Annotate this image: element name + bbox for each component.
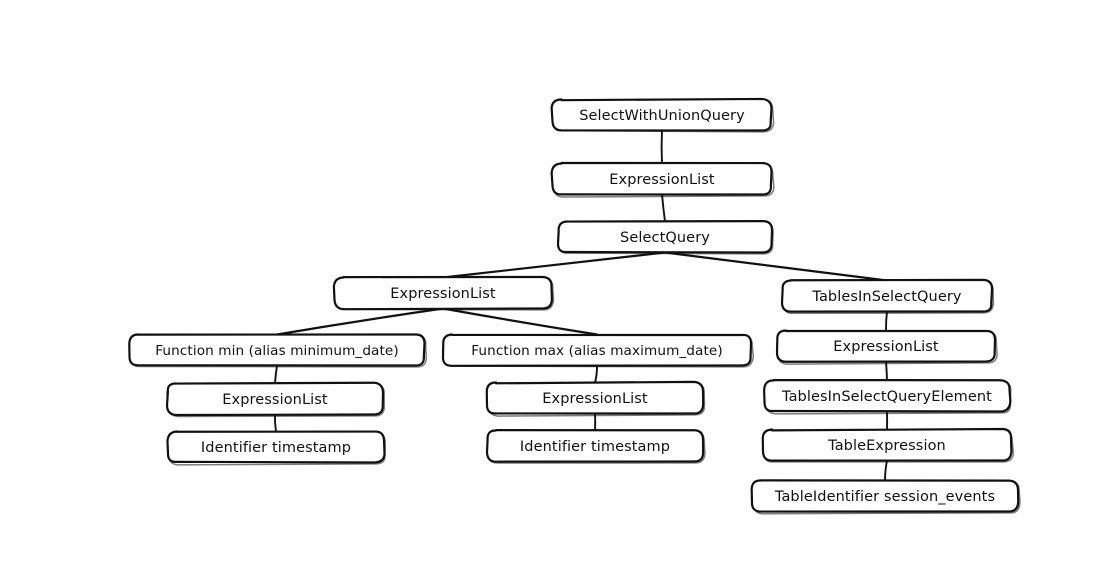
edge-n3-n5 [663,251,889,282]
node-label: SelectWithUnionQuery [579,108,745,124]
tree-node[interactable]: SelectWithUnionQuery [550,97,775,133]
edge-n5-n8 [885,310,888,332]
tree-edge [885,360,888,382]
node-label: SelectQuery [620,230,710,246]
node-label: ExpressionList [833,339,939,355]
edge-n7-n10 [594,364,598,384]
edge-n2-n3 [661,193,666,223]
node-box[interactable] [441,333,753,367]
tree-edge [661,193,666,223]
tree-node[interactable]: ExpressionList [332,275,555,311]
edge-n4-n6 [275,307,445,336]
node-label: ExpressionList [222,392,328,408]
edge-n14-n15 [884,459,888,482]
node-label: TableExpression [827,438,946,454]
node-label: TablesInSelectQuery [811,289,962,305]
edge-n4-n7 [441,307,599,336]
tree-node[interactable]: SelectQuery [556,220,774,255]
tree-edge [441,251,667,279]
node-label: ExpressionList [542,391,648,407]
node-label: Function min (alias minimum_date) [155,343,399,359]
node-box[interactable] [550,97,773,132]
node-label: TablesInSelectQueryElement [781,389,992,405]
node-box[interactable] [128,333,426,367]
tree-node[interactable]: TableExpression [761,427,1015,463]
node-box[interactable] [556,220,774,254]
node-label: ExpressionList [609,172,715,188]
node-label: Identifier timestamp [201,440,351,456]
tree-node[interactable]: TablesInSelectQueryElement [763,378,1012,415]
edge-n3-n4 [441,251,667,279]
tree-edge [885,310,888,332]
tree-edge [884,459,888,482]
node-label: ExpressionList [390,286,496,302]
edge-n8-n11 [885,360,888,382]
tree-edge [274,364,278,385]
node-box[interactable] [763,378,1012,413]
node-label: TableIdentifier session_events [774,489,995,505]
tree-edge [594,364,598,384]
node-box[interactable] [780,278,994,313]
tree-node[interactable]: ExpressionList [485,380,706,417]
edge-n9-n12 [274,413,277,433]
node-box[interactable] [332,275,553,311]
node-box[interactable] [750,479,1020,513]
node-box[interactable] [550,161,773,196]
tree-edge [663,251,889,282]
tree-node[interactable]: Function max (alias maximum_date) [441,333,755,368]
tree-node[interactable]: ExpressionList [165,381,386,418]
node-label: Identifier timestamp [520,439,670,455]
node-box[interactable] [485,429,705,463]
tree-node[interactable]: Identifier timestamp [166,430,386,466]
tree-node[interactable]: TableIdentifier session_events [750,479,1021,515]
node-box[interactable] [485,380,705,415]
edge-n6-n9 [274,364,278,385]
node-box[interactable] [166,430,386,464]
nodes-layer: SelectWithUnionQueryExpressionListSelect… [128,97,1021,515]
tree-edge [275,307,445,336]
node-box[interactable] [165,381,385,417]
node-box[interactable] [761,427,1013,462]
tree-node[interactable]: Function min (alias minimum_date) [128,333,428,368]
tree-edge [274,413,277,433]
tree-node[interactable]: Identifier timestamp [485,429,706,464]
tree-node[interactable]: ExpressionList [550,161,775,198]
tree-node[interactable]: ExpressionList [775,329,998,365]
node-label: Function max (alias maximum_date) [471,343,723,359]
tree-node[interactable]: TablesInSelectQuery [780,278,995,315]
tree-edge [441,307,599,336]
node-box[interactable] [775,329,997,363]
